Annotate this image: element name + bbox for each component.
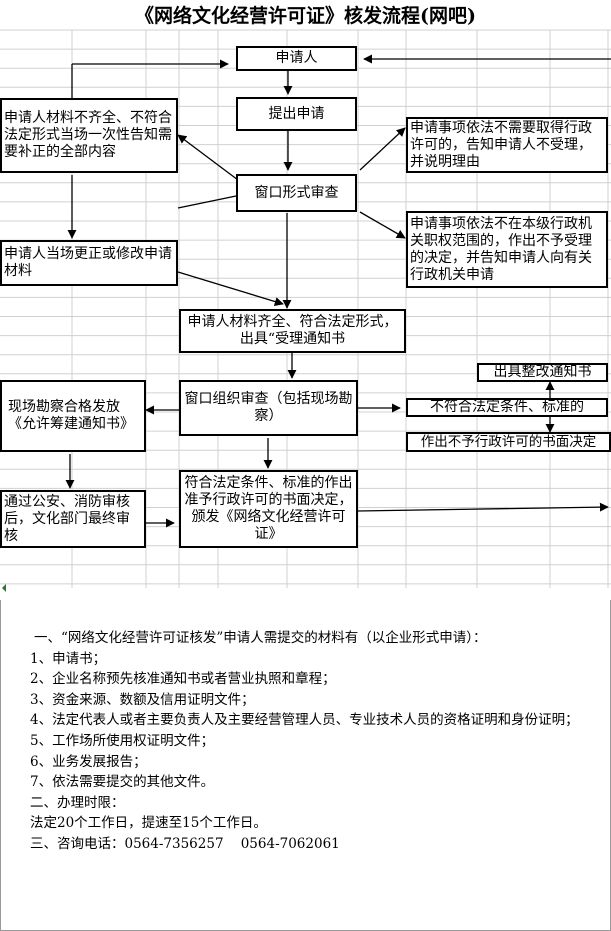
note-line: 6、业务发展报告；: [30, 753, 147, 770]
note-line: 二、办理时限：: [30, 794, 125, 811]
deny-decision-box: 作出不予行政许可的书面决定: [406, 432, 611, 452]
correct-onsite-box: 申请人当场更正或修改申请材料: [0, 240, 178, 286]
organize-review-box: 窗口组织审查（包括现场勘察）: [179, 380, 358, 436]
note-line: 2、企业名称预先核准通知书或者营业执照和章程；: [30, 671, 336, 688]
note-line: 一、“网络文化经营许可证核发”申请人需提交的材料有（以企业形式申请）：: [34, 630, 487, 646]
applicant-box: 申请人: [236, 46, 357, 71]
window-form-review-box: 窗口形式审查: [236, 174, 357, 212]
accept-notice-box: 申请人材料齐全、符合法定形式，出具“受理通知书: [179, 309, 406, 353]
qualified-grant-box: 符合法定条件、标准的作出准予行政许可的书面决定，颁发《网络文化经营许可证》: [179, 470, 358, 548]
page-title: 《网络文化经营许可证》核发流程(网吧): [135, 5, 476, 27]
site-inspection-ok-box: 现场勘察合格发放《允许筹建通知书》: [0, 380, 146, 452]
submit-application-box: 提出申请: [236, 97, 357, 131]
note-line: 法定20个工作日，提速至15个工作日。: [30, 815, 267, 832]
note-line: 4、法定代表人或者主要负责人及主要经营管理人员、专业技术人员的资格证明和身份证明…: [30, 712, 579, 729]
note-line: 5、工作场所使用权证明文件；: [30, 732, 215, 749]
no-permit-needed-box: 申请事项依法不需要取得行政许可的，告知申请人不受理，并说明理由: [406, 117, 608, 173]
note-line: 7、依法需要提交的其他文件。: [30, 774, 215, 791]
incomplete-materials-box: 申请人材料不齐全、不符合法定形式当场一次性告知需要补正的全部内容: [0, 98, 178, 173]
notes-section: 一、“网络文化经营许可证核发”申请人需提交的材料有（以企业形式申请）： 1、申请…: [0, 628, 611, 855]
note-line: 三、咨询电话：0564-7356257 0564-7062061: [30, 835, 340, 852]
note-line: 3、资金来源、数额及信用证明文件；: [30, 691, 255, 708]
not-in-scope-box: 申请事项依法不在本级行政机关职权范围的，作出不予受理的决定，并告知申请人向有关行…: [406, 211, 608, 288]
police-fire-review-box: 通过公安、消防审核后，文化部门最终审核: [0, 490, 146, 548]
rectify-notice-box: 出具整改通知书: [477, 363, 608, 382]
not-qualified-box: 不符合法定条件、标准的: [406, 398, 608, 417]
note-line: 1、申请书；: [30, 650, 107, 667]
